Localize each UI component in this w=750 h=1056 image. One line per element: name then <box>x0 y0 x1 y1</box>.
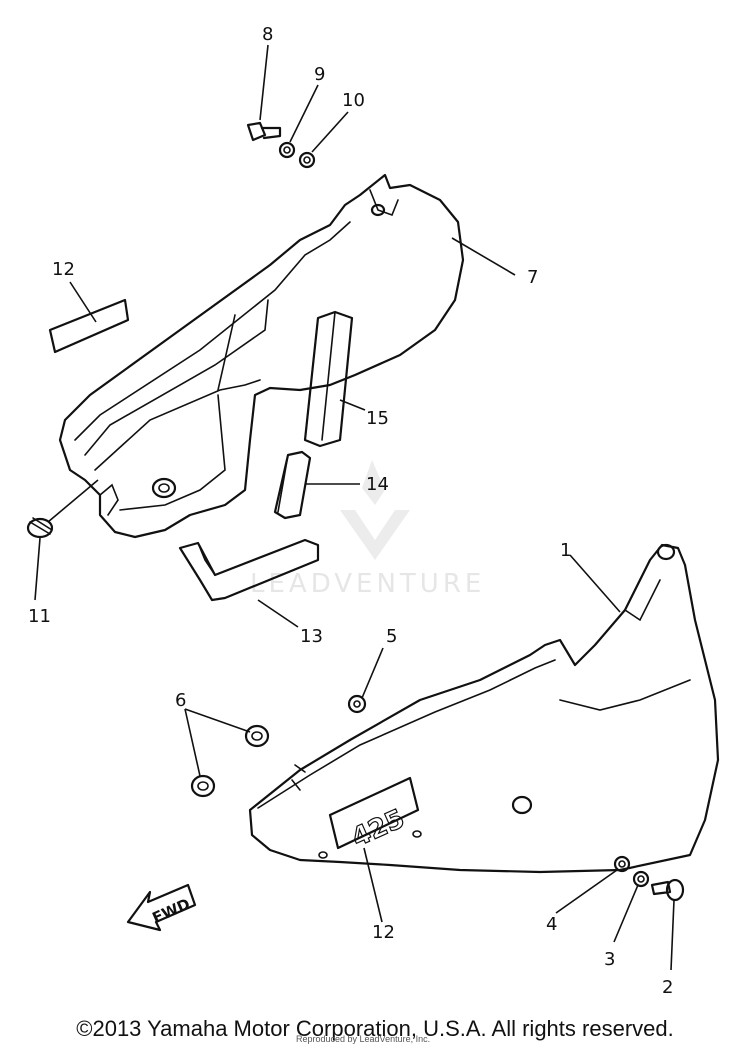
damper-block-14 <box>273 450 312 520</box>
grommet-6b <box>190 774 216 798</box>
reproduced-notice: Reproduced by LeadVenture, Inc. <box>296 1034 431 1044</box>
badge-text: 425 <box>347 804 409 853</box>
callout-9: 9 <box>314 64 325 85</box>
grommet-6a <box>244 724 270 748</box>
callout-6: 6 <box>175 690 186 711</box>
damper-block-15 <box>303 310 354 448</box>
callout-5: 5 <box>386 626 397 647</box>
lock-washer-3 <box>632 870 650 888</box>
callout-2: 2 <box>662 977 673 998</box>
leader-lines <box>34 44 675 971</box>
nut-5 <box>347 694 367 714</box>
callout-1: 1 <box>560 540 571 561</box>
badge-425: 425 <box>328 776 420 854</box>
callout-8: 8 <box>262 24 273 45</box>
grommet-11 <box>26 517 54 539</box>
callout-3: 3 <box>604 949 615 970</box>
callout-15: 15 <box>366 408 389 429</box>
callout-11: 11 <box>28 606 51 627</box>
callout-4: 4 <box>546 914 557 935</box>
side-cover-outer <box>248 543 720 874</box>
callout-7: 7 <box>527 267 538 288</box>
washer-4 <box>613 855 631 873</box>
seal-strip-13 <box>178 538 320 602</box>
fwd-arrow-icon: FWD <box>126 883 197 932</box>
watermark-logo: LEADVENTURE <box>250 460 485 599</box>
callout-12-upper: 12 <box>52 259 75 280</box>
washer-10 <box>298 151 316 169</box>
callout-14: 14 <box>366 474 389 495</box>
callout-10: 10 <box>342 90 365 111</box>
watermark-text: LEADVENTURE <box>250 569 485 599</box>
lock-washer-9 <box>278 141 296 159</box>
callout-12-lower: 12 <box>372 922 395 943</box>
decal-upper <box>48 298 130 354</box>
callout-13: 13 <box>300 626 323 647</box>
screw-8 <box>246 121 282 142</box>
copyright-notice: ©2013 Yamaha Motor Corporation, U.S.A. A… <box>76 1016 674 1041</box>
screw-2 <box>650 878 685 902</box>
side-cover-inner <box>58 173 465 539</box>
